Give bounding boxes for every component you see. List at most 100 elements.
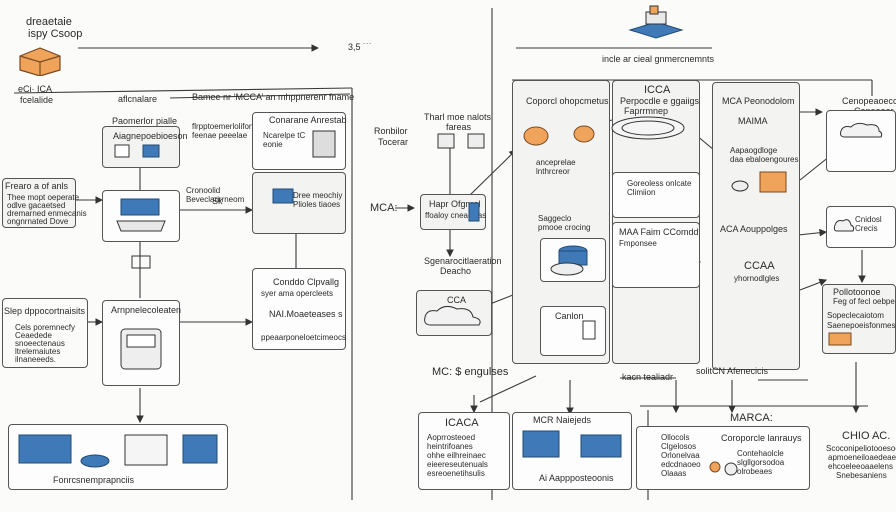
col7-box1 (826, 110, 896, 172)
col3-box3-title: Conddo Clpvallg (273, 277, 340, 287)
col1-group-b-line: Cels poremnecfy (15, 323, 76, 332)
col7-box2: Cnidosl Crecis (826, 206, 896, 248)
plug-icon (582, 320, 596, 340)
col5-box4-title: Canlon (555, 311, 584, 321)
col7-box3-title: Pollotoonoe (833, 287, 881, 297)
col5-box2-title: anceprelae lnthrcreor (536, 158, 576, 176)
col4-label-a: Ronbilor (374, 126, 408, 136)
col3-header: Bamee nr ‘MCCA’ an mhppnerenr fname (192, 92, 355, 102)
col1-group-a-title: Frearo a of anls (5, 181, 69, 191)
col3-box1-title: Conarane Anrestab (269, 115, 347, 125)
storage-icons (523, 125, 595, 146)
col6-box2-sub: CCAA (744, 260, 775, 272)
col4-bottom-box-title: ICACA (445, 417, 479, 429)
col6-container (712, 82, 800, 370)
cylinder-icon (550, 245, 588, 276)
top-corner-line1: dreaetaie (26, 16, 72, 28)
server-rack-icon (522, 430, 622, 458)
col5-box6-sub: Fmponsee (619, 239, 657, 248)
col4-box3: CCA (416, 290, 492, 336)
col2-bottom-group: Fonrcsnemprapnciis (8, 424, 228, 490)
col5-box3-title: Saggeclo pmooe crocing (538, 214, 591, 232)
col7-box3-sub2: Sopeclecaiotom (827, 311, 884, 320)
col1-group-b-title: Slep dppocortnaisits (4, 306, 86, 316)
disk-platter-icon (611, 116, 685, 140)
document-icon (312, 130, 336, 158)
col5-box4: Canlon (540, 306, 606, 356)
connector-node-icon (131, 255, 151, 269)
col3-box1: Conarane Anrestab Ncarelpe tC eonie (252, 112, 347, 170)
col5-bottom-label: kacn tealiadr (622, 372, 674, 382)
col4-box3-icon-label: CCA (447, 295, 467, 305)
col3-sub: flrpptoemerlolifon feenae peeelae (192, 122, 254, 140)
cloud-small-icon (833, 219, 855, 232)
col6-box1-title: MCA Peonodolom (722, 96, 795, 106)
col4-bottom-line: eieereseutenuals (427, 460, 488, 469)
col1-group-b-line: ltrelemaiutes (15, 347, 61, 356)
col7-box2-title: Cnidosl Crecis (855, 215, 882, 233)
col2-box2: Arnpnelecoleaten (102, 300, 181, 386)
laptop-icon (116, 198, 166, 232)
cloud-icon (840, 122, 883, 138)
col6-bottom-box: Ollocols Clgelosos Orlonelvaa edcdnaoeo … (636, 426, 810, 490)
col1-header-right: fcelalide (20, 95, 54, 105)
col7-bottom-title: CHIO AC. (842, 430, 891, 442)
col4-bottom-box: ICACA Aoprrosteoed heintrifoanes ohhe ei… (418, 412, 510, 490)
col6-box2-sub2: yhornodlgles (734, 274, 780, 283)
col2-box1-title: Paomerlor pialle (112, 116, 178, 126)
cloud-icon (424, 305, 481, 326)
col5-bottom-box-caption: Ai Aappposteoonis (539, 473, 614, 483)
col7-bottom-line: ehcoeleeoaaelens (828, 462, 893, 471)
col5-bottom-box: MCR Naiejeds Ai Aappposteoonis (512, 412, 632, 490)
col6-bottom-box-left: Ollocols Clgelosos Orlonelvaa edcdnaoeo … (661, 433, 701, 478)
col4-box2-sub: ffoaloy cneaciitas (425, 211, 487, 220)
col4-box2: Hapr Ofgnrel ffoaloy cneaciitas (420, 194, 486, 230)
server-icon (120, 328, 162, 370)
col3-box1-text: Ncarelpe tC eonie (263, 131, 306, 149)
col5-box1-title: Coporcl ohopcmetus (526, 96, 609, 106)
box-package-icon (19, 47, 61, 76)
col7-bottom-line: Snebesaniens (836, 471, 887, 480)
col4-bottom-label: MC: $ engulses (432, 366, 509, 378)
archive-icon (731, 171, 787, 193)
col3-box2: Dree meochiy Plioles tiaoes (252, 172, 346, 234)
col4-box1-sub: fareas (446, 122, 472, 132)
col3-box3-note2: ppeaarponeloetcimeocs (261, 333, 346, 342)
col6-box2-title: ACA Aouppolges (720, 224, 788, 234)
col2-mid-label: Sk (212, 196, 223, 206)
col6-box1-sub: MAIMA (738, 116, 768, 126)
col7-bottom-line: Scoconipeliotooesoca (826, 444, 896, 453)
col4-box1-title: Tharl moe nalots (424, 112, 492, 122)
col2-box1: Aiagnepoebioeson (102, 126, 188, 168)
col3-box3-text: syer ama opercleets (261, 289, 334, 298)
col2-header: aflcnalare (118, 94, 158, 104)
top-mid-label: 3,5 ˙˙˙ (348, 42, 373, 52)
col6-bottom-box-title: MARCA: (730, 412, 773, 424)
col5-box1-title2: Perpocdle e ggaiigs (620, 96, 700, 106)
gear-cluster-icon (709, 461, 738, 476)
col6-box1-sub2: Aapaogdloge daa ebaloengoures (730, 146, 799, 164)
file-icon (468, 202, 480, 222)
col2-box1-sub: Aiagnepoebioeson (113, 131, 188, 141)
col4-label-b: Tocerar (378, 137, 409, 147)
col3-box3-note: NAI.Moaeteases s (269, 309, 343, 319)
col7-box1-title: Cenopeaoeccie (842, 96, 896, 106)
col1-group-a-line: odlve gacaetsed (7, 201, 66, 210)
col5-box6-title: MAA Faim CComdd (619, 227, 699, 237)
col5-bottom-box-title: MCR Naiejeds (533, 415, 592, 425)
monitor-icon (272, 188, 294, 204)
col2-device-box (102, 190, 180, 242)
col1-header-left: eCi· ICA (18, 84, 53, 94)
col5-header: ICCA (644, 84, 671, 96)
col3-box3: Conddo Clpvallg syer ama opercleets NAI.… (252, 268, 346, 350)
col5-box1-sub: Faprrmnep (624, 106, 669, 116)
database-stack-icon (628, 5, 684, 39)
cube-icon (437, 133, 485, 149)
col7-box3-sub3: Saenepoeisfonmes (827, 321, 896, 330)
col4-label-c: MCA: (370, 202, 398, 214)
col1-group-a-line: ongnrnated Dove (7, 217, 69, 226)
col5-box5: Goreoless onlcate Climiion (612, 172, 700, 218)
col1-group-b-line: ilnaneeeds. (15, 355, 56, 364)
col3-box2-text: Dree meochiy Plioles tiaoes (293, 191, 343, 209)
col1-group-b-line: snoeectenaus (15, 339, 65, 348)
